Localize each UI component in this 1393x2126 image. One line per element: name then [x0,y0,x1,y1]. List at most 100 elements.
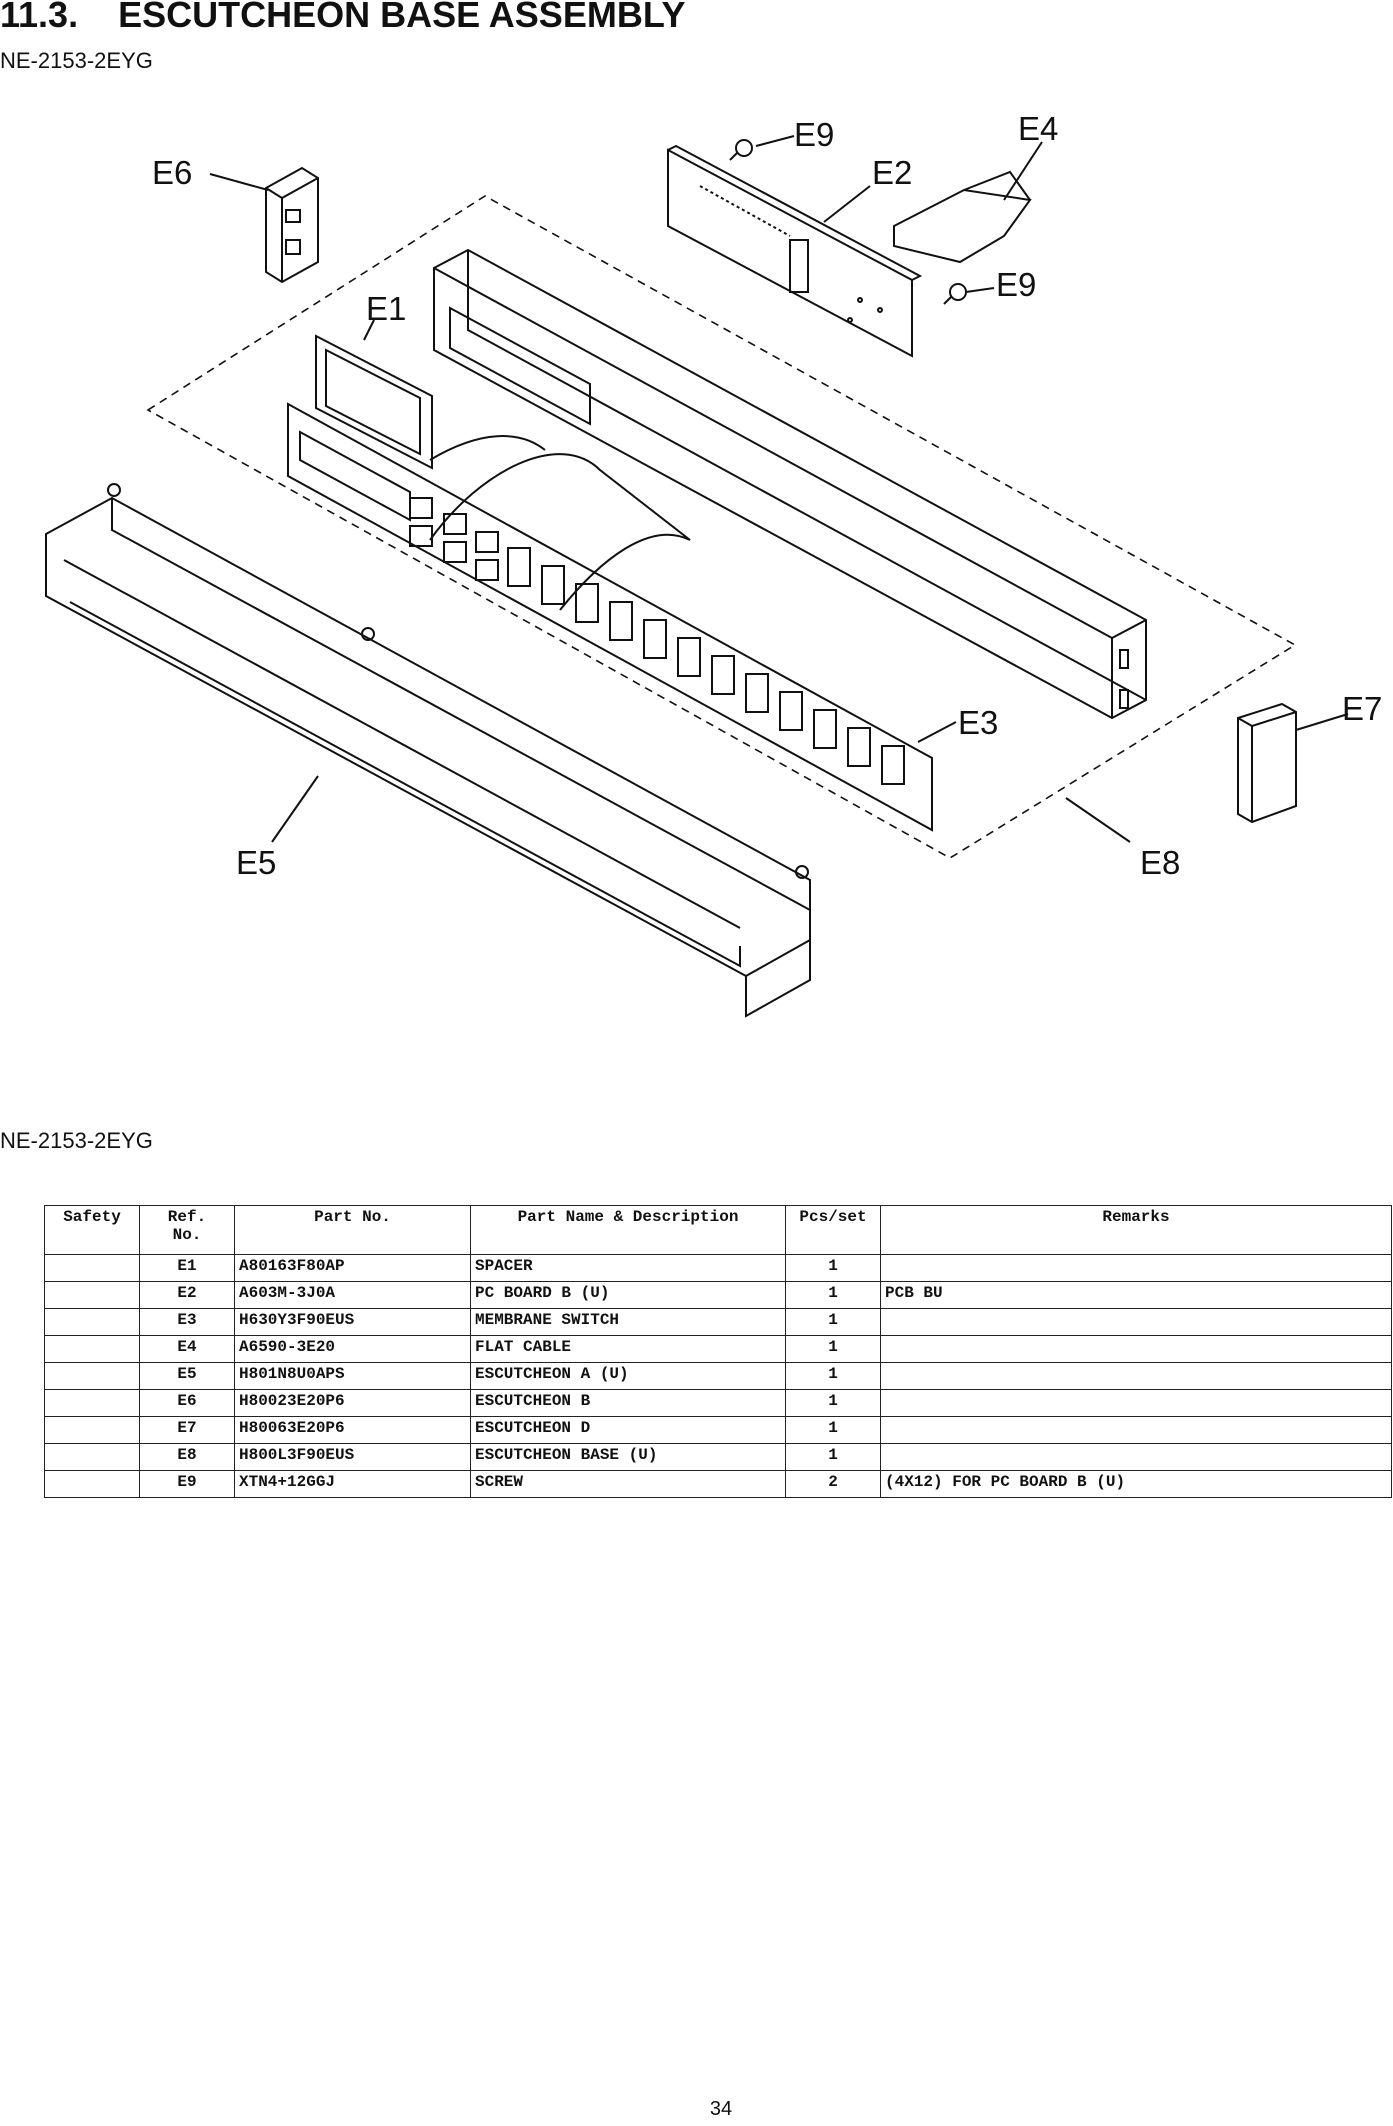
cell-remarks [880,1254,1392,1282]
cell-description: MEMBRANE SWITCH [470,1308,786,1336]
header-pcs: Pcs/set [785,1205,881,1255]
cell-ref: E7 [139,1416,235,1444]
cell-remarks [880,1308,1392,1336]
model-number-top: NE-2153-2EYG [0,48,153,73]
e8-part [433,248,1147,720]
cell-ref: E3 [139,1308,235,1336]
e9a-leader [755,135,795,147]
cell-part-no: H630Y3F90EUS [234,1308,471,1336]
cell-safety [44,1254,140,1282]
label-e2: E2 [872,154,912,191]
section-title: ESCUTCHEON BASE ASSEMBLY [118,0,686,35]
cell-safety [44,1335,140,1363]
cell-remarks [880,1416,1392,1444]
cell-description: ESCUTCHEON A (U) [470,1362,786,1390]
header-description: Part Name & Description [470,1205,786,1255]
cell-ref: E5 [139,1362,235,1390]
cell-pcs: 1 [785,1389,881,1417]
cell-safety [44,1362,140,1390]
diagram-labels: E1 E2 E3 E4 E5 E6 E7 E8 E9 E9 [152,110,1382,881]
e1-part [315,334,433,470]
label-e3: E3 [958,704,998,741]
e5-leader [271,775,319,843]
cell-description: SCREW [470,1470,786,1498]
e3-leader [917,721,957,743]
cell-pcs: 1 [785,1416,881,1444]
cell-description: SPACER [470,1254,786,1282]
exploded-diagram-svg: E1 E2 E3 E4 E5 E6 E7 E8 E9 E9 [45,110,1382,1018]
label-e9-top: E9 [794,116,834,153]
table-row: E3 H630Y3F90EUS MEMBRANE SWITCH 1 [44,1308,1392,1336]
e2-leader [823,185,871,223]
cell-ref: E8 [139,1443,235,1471]
cell-part-no: H80023E20P6 [234,1389,471,1417]
e6-leader [209,173,269,191]
cell-safety [44,1281,140,1309]
cell-part-no: A603M-3J0A [234,1281,471,1309]
table-row: E7 H80063E20P6 ESCUTCHEON D 1 [44,1416,1392,1444]
cell-safety [44,1389,140,1417]
cell-pcs: 1 [785,1335,881,1363]
e7-part [1237,702,1297,824]
cell-pcs: 1 [785,1308,881,1336]
e4-part [893,170,1032,264]
cell-remarks: PCB BU [880,1281,1392,1309]
parts-table-header: Safety Ref.No. Part No. Part Name & Desc… [44,1205,1392,1255]
cell-part-no: A80163F80AP [234,1254,471,1282]
parts-table: Safety Ref.No. Part No. Part Name & Desc… [44,1205,1392,1498]
table-row: E1 A80163F80AP SPACER 1 [44,1254,1392,1282]
table-row: E9 XTN4+12GGJ SCREW 2 (4X12) FOR PC BOAR… [44,1470,1392,1498]
header-ref-line1: Ref. [167,1208,207,1226]
cell-ref: E4 [139,1335,235,1363]
parts-table-body: E1 A80163F80AP SPACER 1 E2 A603M-3J0A PC… [44,1254,1392,1498]
e8-dashed-outline [146,195,1297,859]
cell-pcs: 1 [785,1443,881,1471]
table-row: E6 H80023E20P6 ESCUTCHEON B 1 [44,1389,1392,1417]
section-number: 11.3. [0,0,79,35]
cell-ref: E6 [139,1389,235,1417]
label-e9-bottom: E9 [996,266,1036,303]
cell-safety [44,1308,140,1336]
cell-description: ESCUTCHEON B [470,1389,786,1417]
cell-remarks [880,1389,1392,1417]
cell-pcs: 2 [785,1470,881,1498]
table-row: E4 A6590-3E20 FLAT CABLE 1 [44,1335,1392,1363]
cell-part-no: H80063E20P6 [234,1416,471,1444]
page-number: 34 [709,2098,733,2120]
table-row: E2 A603M-3J0A PC BOARD B (U) 1 PCB BU [44,1281,1392,1309]
cell-description: ESCUTCHEON BASE (U) [470,1443,786,1471]
cell-part-no: A6590-3E20 [234,1335,471,1363]
model-number-bottom: NE-2153-2EYG [0,1128,153,1153]
table-row: E8 H800L3F90EUS ESCUTCHEON BASE (U) 1 [44,1443,1392,1471]
label-e1: E1 [366,290,406,327]
e5-part [45,483,811,1018]
exploded-diagram: E1 E2 E3 E4 E5 E6 E7 E8 E9 E9 [0,90,1393,1070]
cell-pcs: 1 [785,1362,881,1390]
e1-leader [363,319,375,341]
e6-part [265,166,319,284]
cell-ref: E9 [139,1470,235,1498]
cell-remarks [880,1335,1392,1363]
header-part-no: Part No. [234,1205,471,1255]
cell-safety [44,1470,140,1498]
label-e5: E5 [236,844,276,881]
cell-remarks [880,1443,1392,1471]
header-ref: Ref.No. [139,1205,235,1255]
cell-description: FLAT CABLE [470,1335,786,1363]
e3-keys [409,497,905,785]
section-heading: 11.3. ESCUTCHEON BASE ASSEMBLY [0,0,686,36]
cell-ref: E1 [139,1254,235,1282]
e2-part [667,144,923,358]
cell-safety [44,1443,140,1471]
cell-pcs: 1 [785,1254,881,1282]
cell-part-no: H800L3F90EUS [234,1443,471,1471]
cell-description: PC BOARD B (U) [470,1281,786,1309]
cell-part-no: H801N8U0APS [234,1362,471,1390]
header-remarks: Remarks [880,1205,1392,1255]
label-e8: E8 [1140,844,1180,881]
cell-remarks [880,1362,1392,1390]
label-e6: E6 [152,154,192,191]
cell-ref: E2 [139,1281,235,1309]
table-row: E5 H801N8U0APS ESCUTCHEON A (U) 1 [44,1362,1392,1390]
header-ref-line2: No. [172,1226,202,1244]
